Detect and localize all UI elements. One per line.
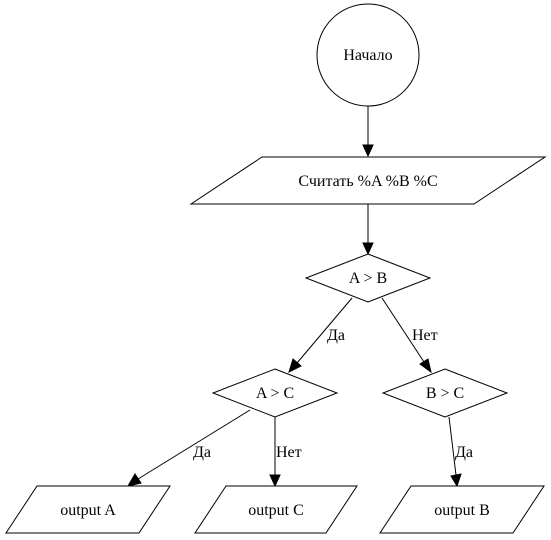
output-b-node: output B — [379, 485, 545, 534]
edge-read-to-ab — [362, 204, 374, 256]
start-label: Начало — [343, 47, 392, 64]
arrowhead — [269, 474, 281, 488]
edge-label: Нет — [276, 444, 302, 461]
edge-start-to-read — [362, 106, 374, 158]
edge-label: Да — [327, 327, 345, 344]
arrowhead — [419, 358, 432, 374]
decision-diamond — [381, 368, 509, 418]
arrowhead — [126, 473, 142, 487]
output-a-node: output A — [5, 485, 171, 534]
read-label: Считать %A %B %C — [298, 173, 437, 190]
arrowhead — [288, 358, 302, 373]
edge-label: Нет — [412, 327, 438, 344]
arrowhead — [362, 144, 374, 158]
edge-bc-to-output-b: Да — [448, 416, 473, 488]
edge-ab-to-bc: Нет — [381, 297, 438, 374]
output-c-node: output C — [194, 485, 358, 534]
read-parallelogram — [189, 156, 547, 205]
decision-label: A > B — [349, 270, 387, 287]
decision-a-gt-b: A > B — [304, 253, 432, 303]
decision-a-gt-c: A > C — [211, 368, 339, 418]
read-input-node: Считать %A %B %C — [189, 156, 547, 205]
edge-ab-to-ac: Да — [288, 297, 353, 373]
output-label: output C — [248, 502, 304, 519]
output-label: output B — [434, 502, 490, 519]
edge-label: Да — [193, 444, 211, 461]
output-parallelogram — [5, 485, 171, 534]
decision-b-gt-c: B > C — [381, 368, 509, 418]
output-parallelogram — [379, 485, 545, 534]
edge-ac-to-output-a: Да — [126, 409, 251, 487]
output-parallelogram — [194, 485, 358, 534]
output-label: output A — [60, 502, 116, 519]
decision-diamond — [304, 253, 432, 303]
edge-label: Да — [455, 444, 473, 461]
start-node: Начало — [316, 3, 420, 107]
decision-label: B > C — [426, 385, 464, 402]
decision-label: A > C — [256, 385, 294, 402]
edge-ac-to-output-c: Нет — [269, 417, 302, 488]
arrowhead — [362, 242, 374, 256]
arrowhead — [450, 473, 462, 488]
